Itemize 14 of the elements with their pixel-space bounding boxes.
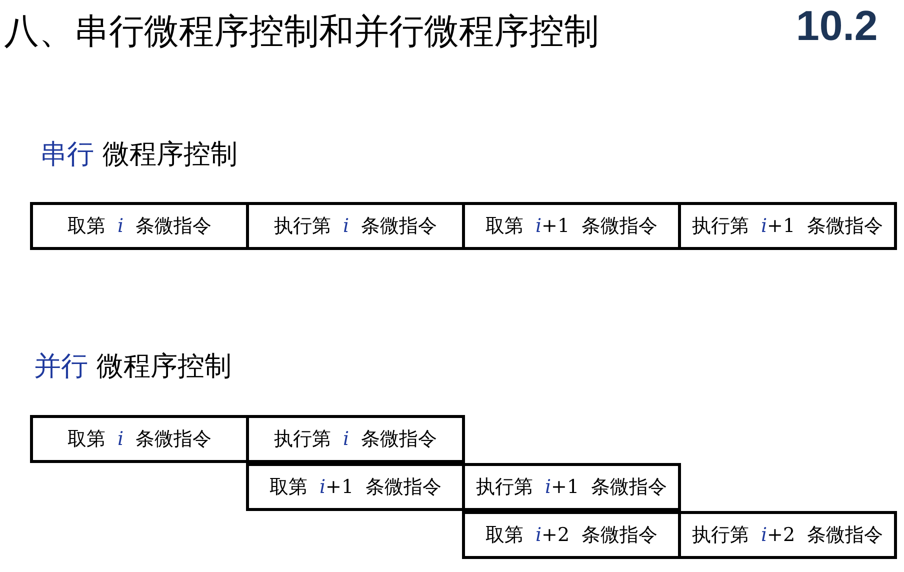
section-heading: 并行 微程序控制 <box>34 350 232 384</box>
step-box: 执行第 i+1 条微指令 <box>678 202 897 250</box>
step-box: 取第 i+2 条微指令 <box>462 511 681 559</box>
step-box: 执行第 i 条微指令 <box>246 202 465 250</box>
step-box: 执行第 i+2 条微指令 <box>678 511 897 559</box>
step-box: 取第 i+1 条微指令 <box>462 202 681 250</box>
step-box: 取第 i 条微指令 <box>30 202 249 250</box>
section-heading: 串行 微程序控制 <box>40 138 238 172</box>
step-box: 取第 i+1 条微指令 <box>246 463 465 511</box>
slide-title: 八、串行微程序控制和并行微程序控制 <box>4 11 599 54</box>
step-box: 执行第 i+1 条微指令 <box>462 463 681 511</box>
section-number: 10.2 <box>796 2 878 50</box>
step-box: 执行第 i 条微指令 <box>246 415 465 463</box>
step-box: 取第 i 条微指令 <box>30 415 249 463</box>
